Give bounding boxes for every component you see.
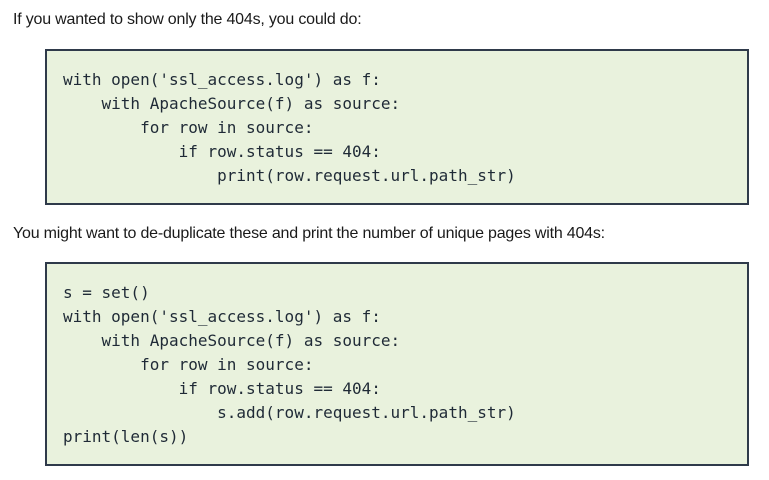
code-block-filter-404: with open('ssl_access.log') as f: with A… [45, 49, 749, 205]
code-line: with open('ssl_access.log') as f: [63, 70, 381, 89]
code-lines: s = set() with open('ssl_access.log') as… [63, 281, 516, 449]
paragraph-dedupe-404s: You might want to de-duplicate these and… [13, 225, 605, 242]
code-line: s.add(row.request.url.path_str) [63, 403, 516, 422]
code-line: for row in source: [63, 355, 314, 374]
paragraph-show-404s: If you wanted to show only the 404s, you… [13, 11, 362, 28]
code-line: with ApacheSource(f) as source: [63, 331, 401, 350]
code-line: print(len(s)) [63, 427, 189, 446]
code-line: with open('ssl_access.log') as f: [63, 307, 381, 326]
code-line: s = set() [63, 283, 150, 302]
code-line: for row in source: [63, 118, 314, 137]
code-block-unique-404: s = set() with open('ssl_access.log') as… [45, 262, 749, 466]
code-lines: with open('ssl_access.log') as f: with A… [63, 68, 516, 188]
code-line: if row.status == 404: [63, 142, 381, 161]
code-line: with ApacheSource(f) as source: [63, 94, 401, 113]
code-line: if row.status == 404: [63, 379, 381, 398]
code-line: print(row.request.url.path_str) [63, 166, 516, 185]
